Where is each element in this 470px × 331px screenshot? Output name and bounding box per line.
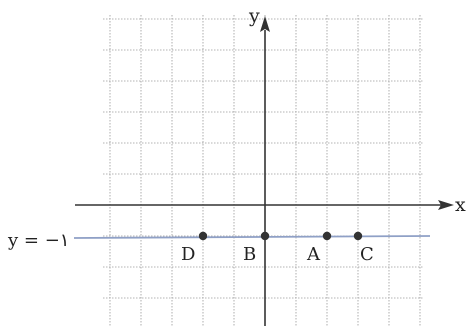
x-axis-arrowhead: [438, 200, 454, 210]
point-b: [260, 231, 270, 241]
point-label-b: B: [243, 244, 256, 265]
point-label-c: C: [360, 244, 374, 265]
x-axis-label: x: [455, 194, 466, 216]
grid-lines: [103, 15, 424, 326]
point-c: [353, 231, 363, 241]
horizontal-line: [73, 235, 431, 239]
y-axis-label: y: [248, 5, 260, 27]
point-d: [198, 231, 208, 241]
axes: x y: [75, 5, 466, 326]
line-equation-label: y = −١: [7, 230, 69, 251]
y-axis-arrowhead: [260, 16, 270, 32]
point-a: [322, 231, 332, 241]
point-label-d: D: [181, 244, 195, 265]
point-label-a: A: [306, 244, 321, 265]
